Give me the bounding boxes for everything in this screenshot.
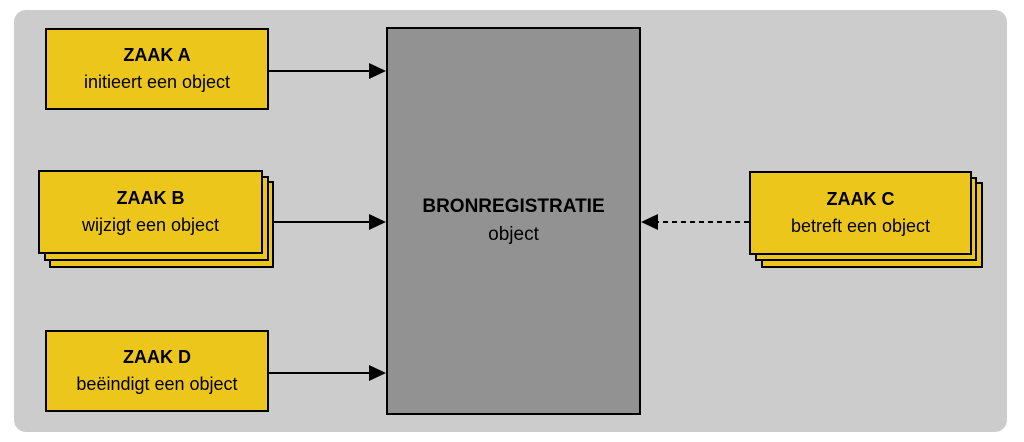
case-c-title: ZAAK C — [826, 189, 895, 209]
case-d-box: ZAAK D beëindigt een object — [45, 330, 269, 412]
case-b-subtitle: wijzigt een object — [81, 215, 220, 235]
arrow-case-a — [269, 63, 386, 79]
case-d-title: ZAAK D — [123, 347, 191, 367]
arrow-case-b — [274, 214, 386, 230]
registry-title: BRONREGISTRATIE — [422, 196, 605, 217]
arrow-case-c-dashed — [641, 214, 749, 230]
case-a-subtitle: initieert een object — [83, 72, 231, 92]
case-c-subtitle: betreft een object — [790, 216, 931, 236]
registry-box: BRONREGISTRATIE object — [386, 27, 641, 415]
arrow-case-d — [269, 365, 386, 381]
case-a-box: ZAAK A initieert een object — [45, 28, 269, 110]
registry-subtitle: object — [488, 224, 539, 245]
case-a-title: ZAAK A — [123, 45, 191, 65]
case-b-title: ZAAK B — [116, 188, 185, 208]
case-b-box: ZAAK B wijzigt een object — [38, 170, 263, 254]
case-d-subtitle: beëindigt een object — [76, 374, 238, 394]
case-c-box: ZAAK C betreft een object — [749, 171, 972, 255]
